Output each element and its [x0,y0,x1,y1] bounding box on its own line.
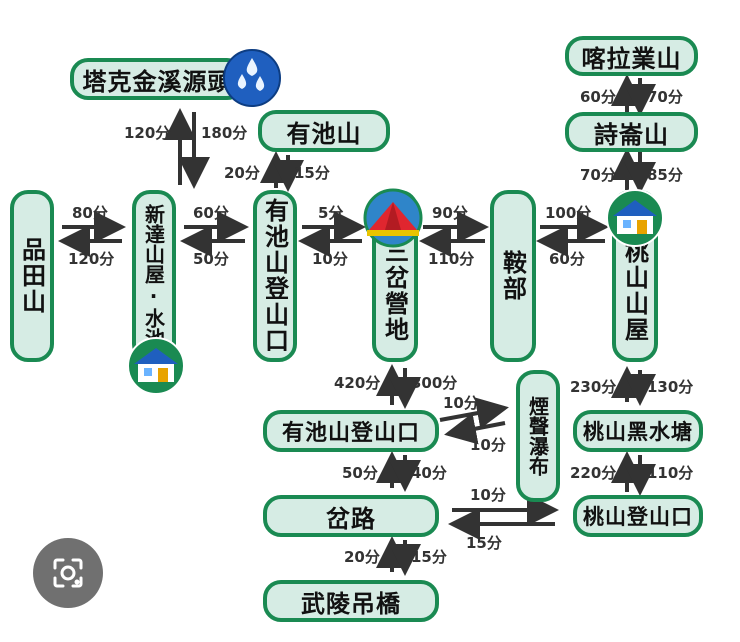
time-label: 15分 [466,534,502,552]
lens-glyph [53,558,83,588]
node-chalu: 岔路 [263,495,439,537]
time-label: 10分 [470,436,506,454]
time-label: 110分 [647,464,693,482]
time-label: 60分 [193,204,229,222]
time-label: 20分 [224,164,260,182]
time-label: 15分 [294,164,330,182]
time-label: 60分 [580,88,616,106]
time-label: 130分 [647,378,693,396]
time-label: 50分 [193,250,229,268]
time-label: 100分 [545,204,591,222]
time-label: 50分 [342,464,378,482]
node-wuling-bridge: 武陵吊橋 [263,580,439,622]
tent-icon [363,188,423,248]
time-label: 230分 [570,378,616,396]
time-label: 120分 [124,124,170,142]
time-label: 420分 [334,374,380,392]
water-drops-icon [223,49,281,107]
time-label: 70分 [647,88,683,106]
time-label: 20分 [344,548,380,566]
node-jiaobu: 鞍部 [490,190,536,362]
time-label: 40分 [411,464,447,482]
time-label: 60分 [549,250,585,268]
node-youchi-trailhead-v: 有池山登山口 [253,190,297,362]
time-label: 5分 [318,204,343,222]
time-label: 10分 [312,250,348,268]
node-kala-mountain: 喀拉業山 [565,36,698,76]
time-label: 70分 [580,166,616,184]
time-label: 300分 [411,374,457,392]
node-youchi-trailhead-h: 有池山登山口 [263,410,439,452]
node-yansheng-waterfall: 煙聲瀑布 [516,370,560,502]
node-xinda-hut: 新達山屋·水池 [132,190,176,362]
node-taoshan-trailhead: 桃山登山口 [573,495,703,537]
time-label: 120分 [68,250,114,268]
node-taoshan-heishuitang: 桃山黑水塘 [573,410,703,452]
time-label: 180分 [201,124,247,142]
time-label: 85分 [647,166,683,184]
time-label: 80分 [72,204,108,222]
node-takejin-source: 塔克金溪源頭 [70,58,245,100]
hut-icon [606,189,664,247]
time-label: 10分 [443,394,479,412]
time-label: 90分 [432,204,468,222]
time-label: 220分 [570,464,616,482]
node-shijian-mountain: 詩崙山 [565,112,698,152]
node-pintian-mountain: 品田山 [10,190,54,362]
hut-icon [127,337,185,395]
time-label: 110分 [428,250,474,268]
arrow-from-yansheng [444,412,506,445]
time-label: 15分 [411,548,447,566]
camera-lens-icon[interactable] [33,538,103,608]
node-youchi-mountain: 有池山 [258,110,390,152]
time-label: 10分 [470,486,506,504]
